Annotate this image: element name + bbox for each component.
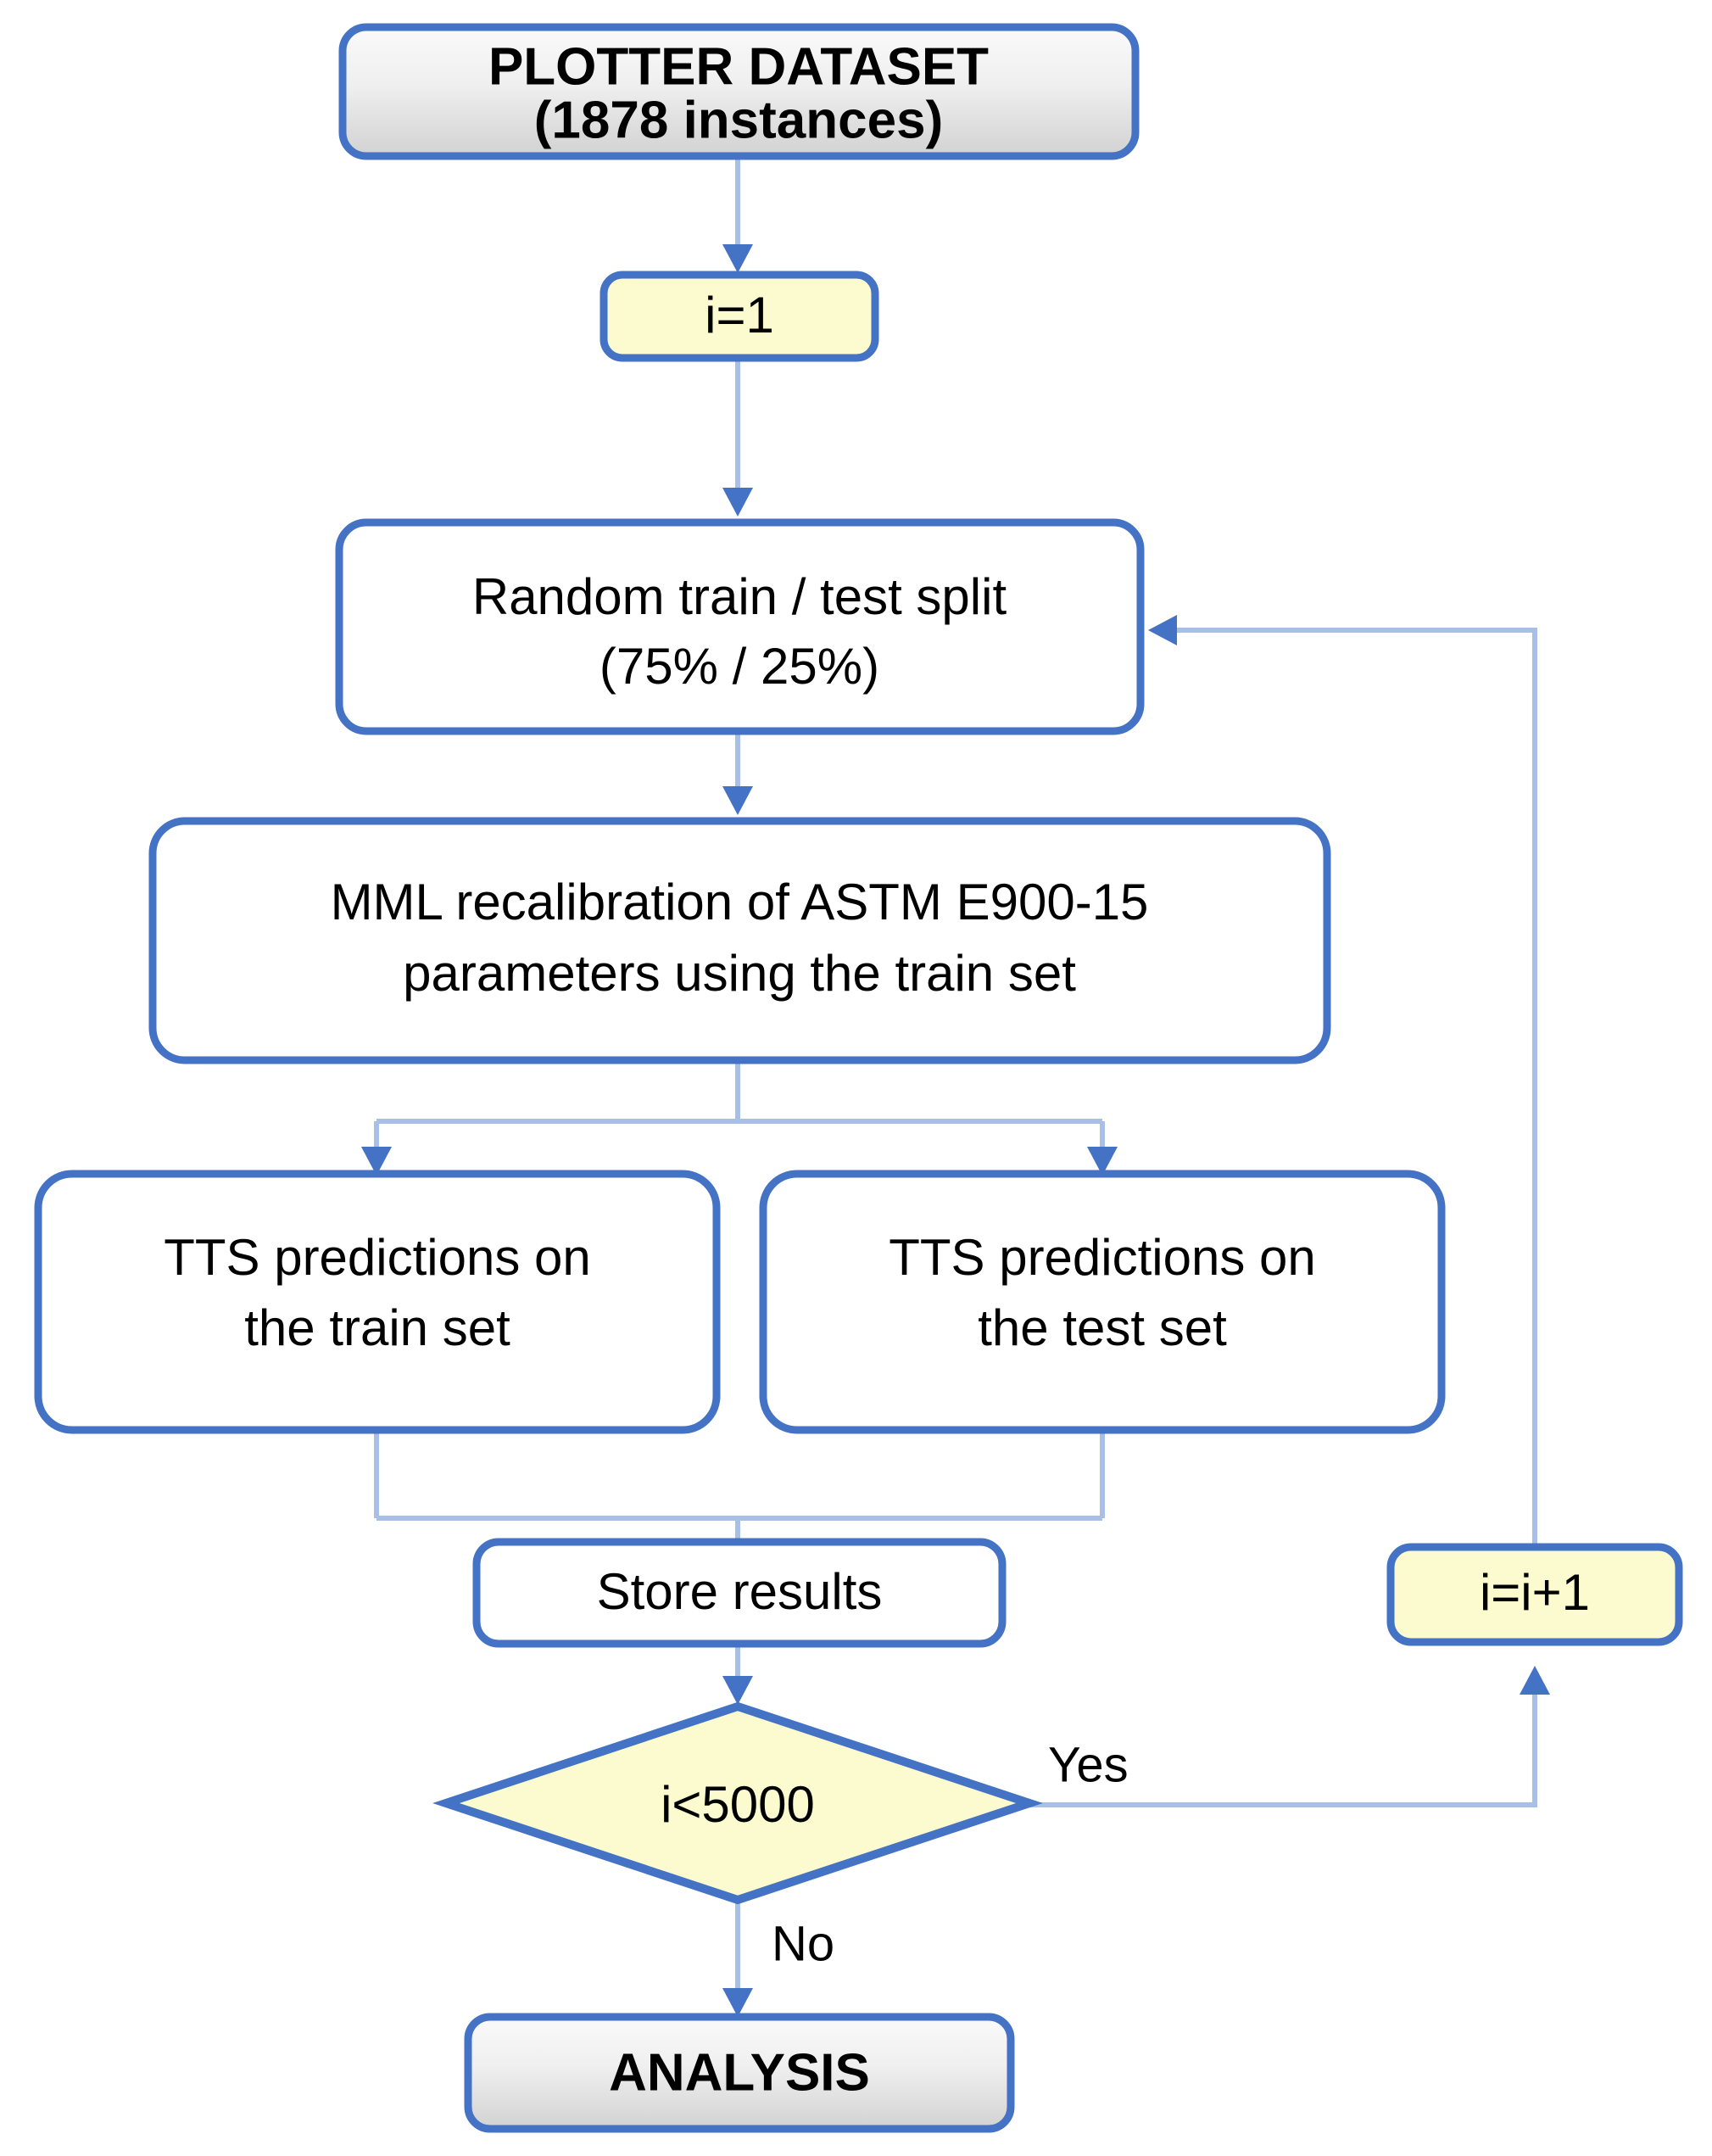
node-random-split-line1: Random train / test split	[472, 568, 1007, 625]
edge-label-no: No	[772, 1916, 834, 1971]
node-decision-iteration[interactable]: i<5000	[432, 1701, 1043, 1905]
node-mml-recalibration-line2: parameters using the train set	[403, 945, 1076, 1002]
node-init-counter-label: i=1	[705, 287, 774, 344]
node-increment-counter[interactable]: i=i+1	[1386, 1543, 1683, 1646]
node-tts-test-line2: the test set	[978, 1299, 1227, 1356]
node-mml-recalibration-line1: MML recalibration of ASTM E900-15	[331, 874, 1149, 930]
node-tts-test-line1: TTS predictions on	[889, 1229, 1316, 1286]
node-plotter-dataset-line2: (1878 instances)	[534, 91, 943, 149]
node-tts-train[interactable]: TTS predictions on the train set	[34, 1170, 721, 1434]
edge-decision-yes-to-increment	[1030, 1666, 1550, 1807]
node-mml-recalibration[interactable]: MML recalibration of ASTM E900-15 parame…	[148, 817, 1331, 1064]
node-tts-test[interactable]: TTS predictions on the test set	[759, 1170, 1446, 1434]
node-analysis-label: ANALYSIS	[609, 2043, 870, 2102]
node-random-split[interactable]: Random train / test split (75% / 25%)	[335, 518, 1145, 735]
node-random-split-line2: (75% / 25%)	[599, 638, 879, 695]
node-decision-iteration-label: i<5000	[661, 1776, 815, 1833]
edge-start-to-init	[722, 157, 753, 273]
node-store-results[interactable]: Store results	[472, 1538, 1007, 1648]
node-increment-counter-label: i=i+1	[1480, 1564, 1590, 1621]
edge-init-to-split	[722, 358, 753, 517]
node-plotter-dataset[interactable]: PLOTTER DATASET (1878 instances)	[338, 23, 1140, 160]
edge-split-to-recalibrate	[722, 729, 753, 815]
node-analysis[interactable]: ANALYSIS	[464, 2013, 1015, 2133]
node-store-results-label: Store results	[597, 1563, 883, 1620]
edge-recalibrate-to-predictions	[361, 1058, 1118, 1176]
edge-decision-no-to-end	[722, 1900, 753, 2017]
edge-increment-to-split	[1148, 615, 1537, 1549]
node-tts-train-line1: TTS predictions on	[164, 1229, 591, 1286]
node-init-counter[interactable]: i=1	[599, 271, 879, 362]
node-tts-train-line2: the train set	[244, 1299, 510, 1356]
edge-store-to-decision	[722, 1642, 753, 1705]
node-plotter-dataset-line1: PLOTTER DATASET	[488, 37, 989, 96]
edge-label-yes: Yes	[1048, 1737, 1129, 1792]
